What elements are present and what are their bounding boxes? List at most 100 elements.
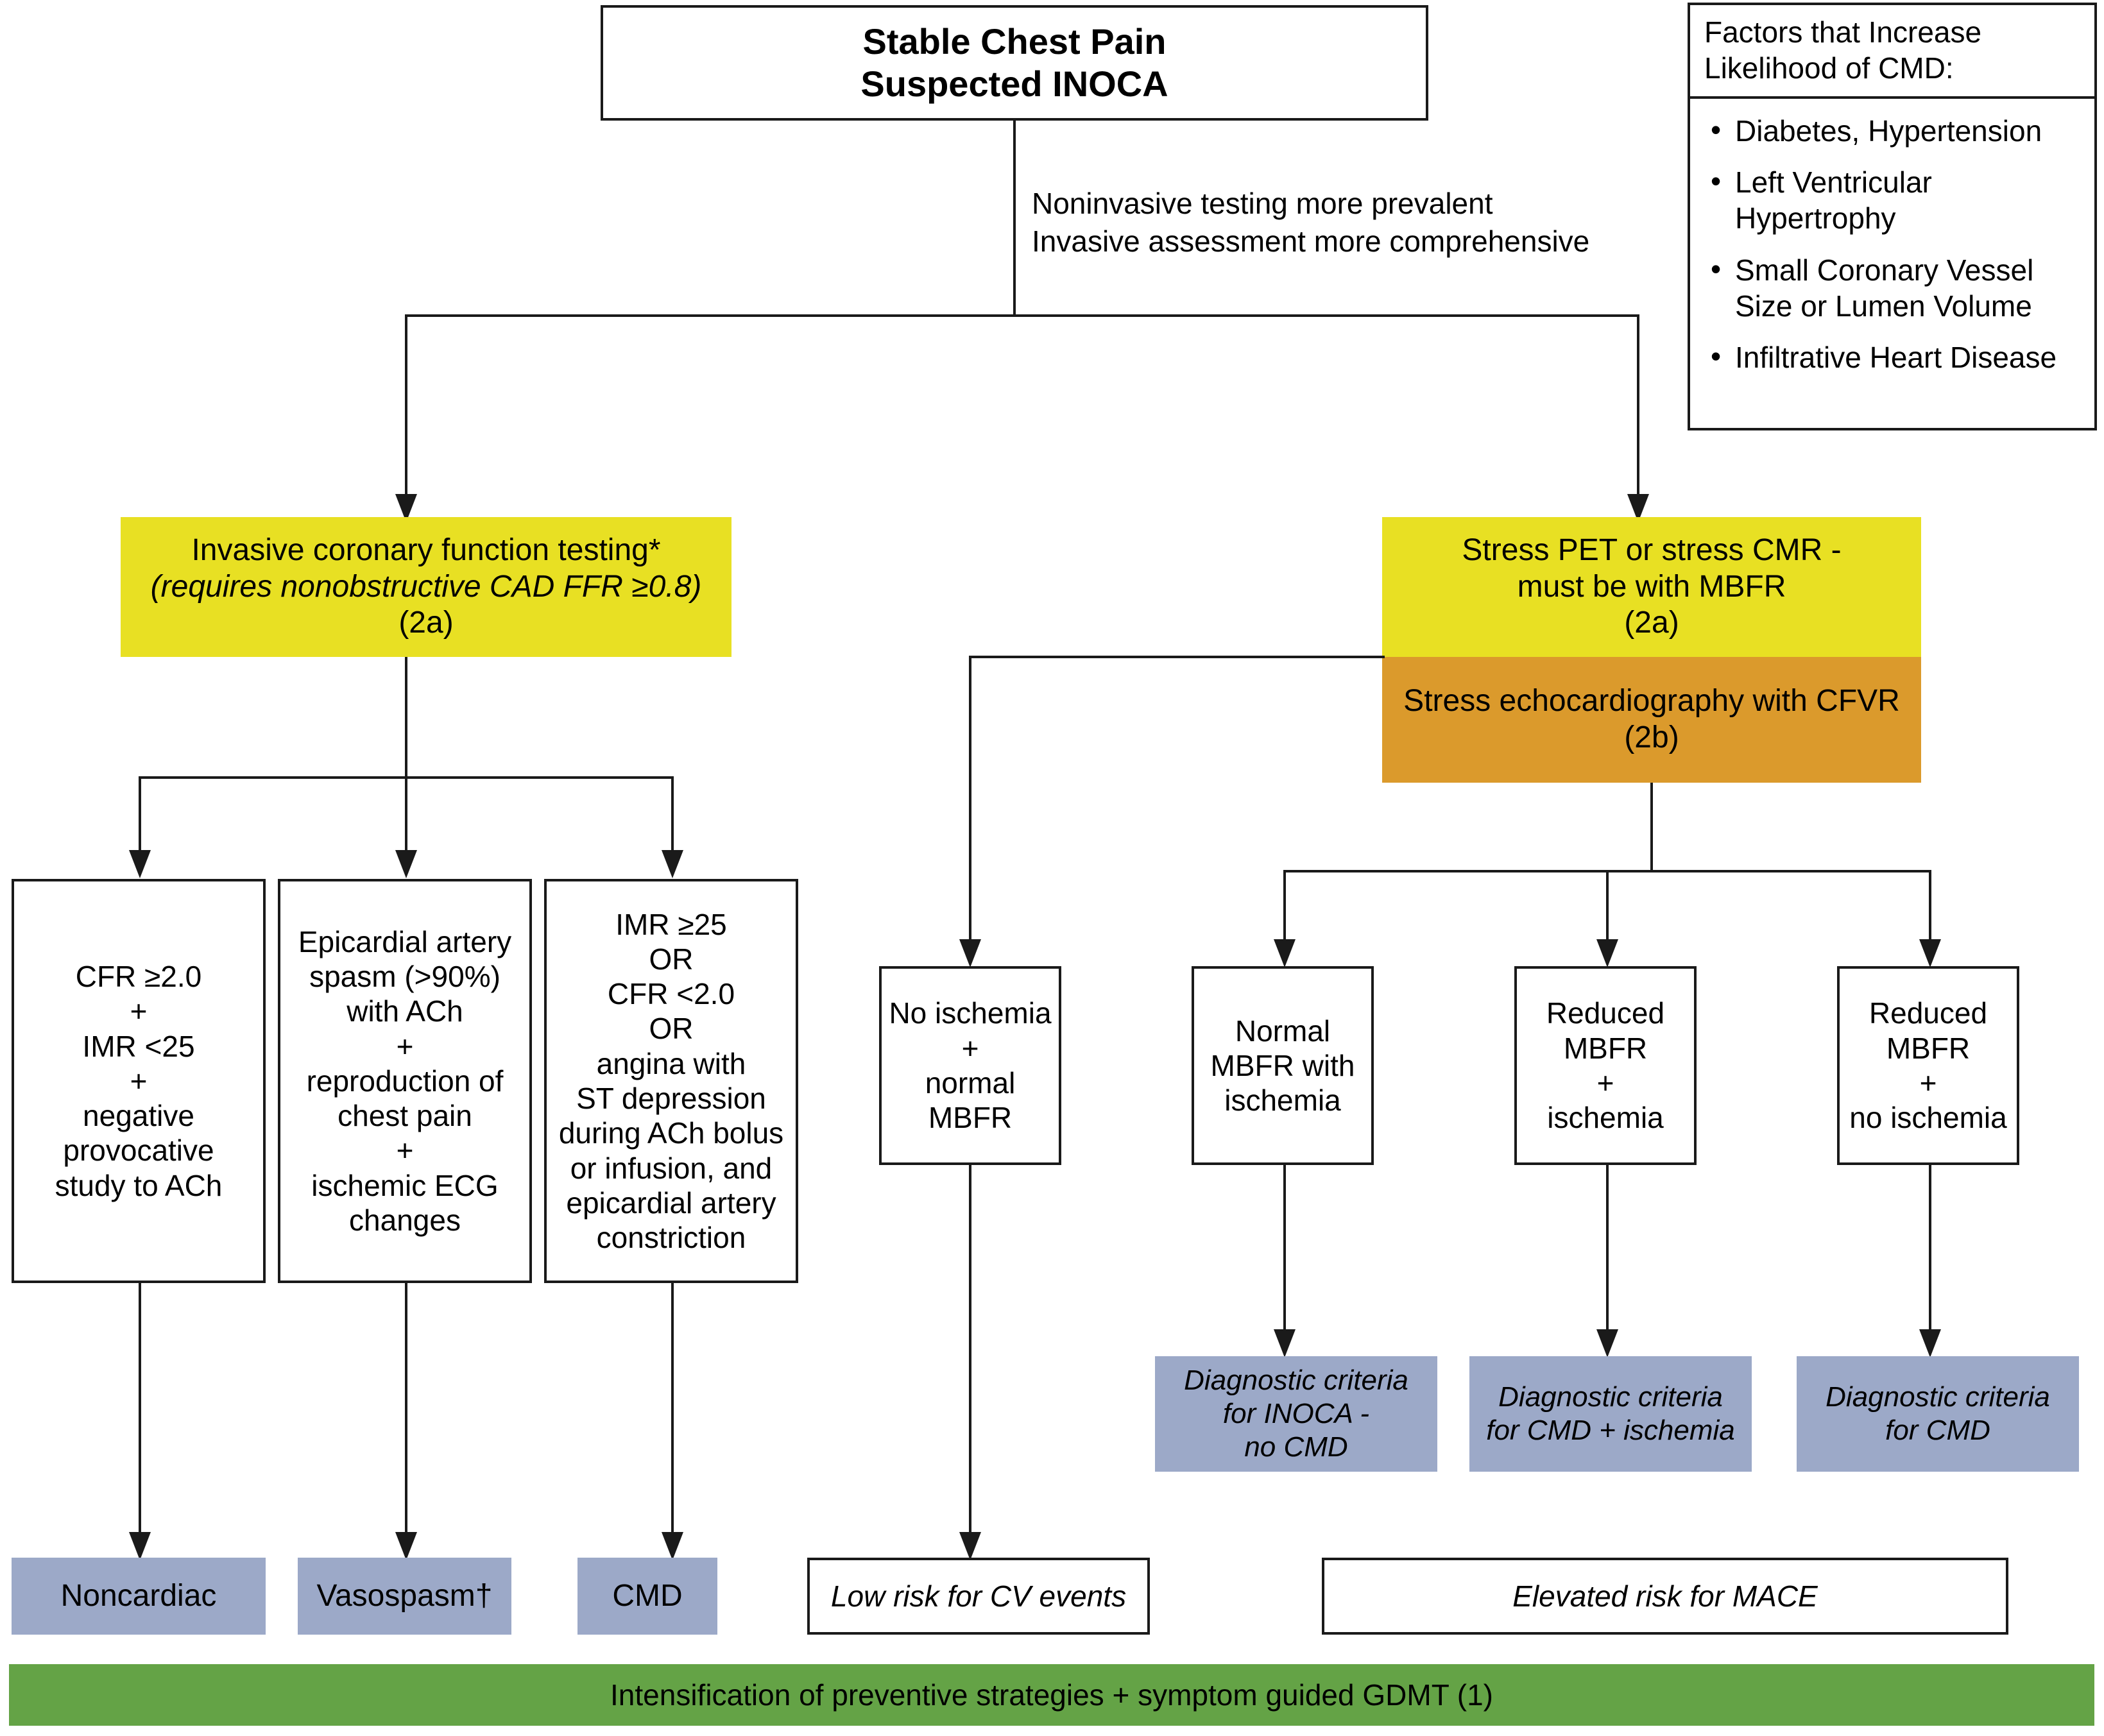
- risk-label-elevated: Elevated risk for MACE: [1512, 1579, 1818, 1613]
- risk-box-low: Low risk for CV events: [807, 1558, 1150, 1635]
- criteria-line: reproduction of: [306, 1064, 504, 1098]
- footer-label: Intensification of preventive strategies…: [610, 1678, 1493, 1712]
- connector-right-drop: [1637, 314, 1639, 499]
- criteria-line: IMR ≥25: [615, 907, 727, 941]
- arrowhead-reduced-mbfr-no-ischemia: [1919, 939, 1941, 967]
- criteria-line: for CMD: [1885, 1415, 1990, 1446]
- result-line: +: [1596, 1066, 1614, 1100]
- connector-left-drop: [405, 314, 407, 499]
- factors-item: Small Coronary Vessel Size or Lumen Volu…: [1707, 251, 2083, 324]
- criteria-line: provocative: [63, 1134, 214, 1168]
- connector-low-risk: [969, 1165, 971, 1538]
- result-line: MBFR: [1563, 1031, 1648, 1065]
- result-box-reduced-mbfr-no-ischemia: Reduced MBFR + no ischemia: [1837, 966, 2019, 1165]
- connector-vasospasm: [405, 1283, 407, 1538]
- arrowhead-vasospasm: [395, 1532, 417, 1560]
- criteria-line: ischemic ECG: [311, 1168, 499, 1202]
- result-line: +: [961, 1031, 979, 1065]
- result-line: MBFR: [1886, 1031, 1971, 1065]
- criteria-line: OR: [649, 942, 694, 976]
- arrowhead-low-risk: [959, 1532, 981, 1560]
- criteria-line: during ACh bolus: [558, 1116, 784, 1150]
- arrowhead-criteria-1: [129, 850, 151, 878]
- outcome-noncardiac: Noncardiac: [12, 1558, 266, 1635]
- connector-criteria-inoca: [1283, 1165, 1286, 1336]
- footer-bar-gdmt: Intensification of preventive strategies…: [9, 1664, 2094, 1726]
- arrowhead-criteria-inoca: [1274, 1329, 1296, 1357]
- criteria-line: with ACh: [346, 994, 463, 1028]
- result-line: MBFR: [928, 1101, 1013, 1135]
- invasive-testing-header: Invasive coronary function testing* (req…: [121, 517, 731, 657]
- factors-panel-title: Factors that Increase Likelihood of CMD:: [1690, 5, 2094, 99]
- connector-criteria-cmd-ischemia: [1606, 1165, 1609, 1336]
- connector-invasive-drop-2: [405, 776, 407, 856]
- criteria-line: constriction: [596, 1221, 746, 1255]
- criteria-line: epicardial artery: [566, 1186, 776, 1220]
- criteria-line: no CMD: [1244, 1431, 1348, 1463]
- arrowhead-criteria-cmd-ischemia: [1596, 1329, 1618, 1357]
- outcome-vasospasm: Vasospasm†: [298, 1558, 511, 1635]
- stress-echo-line-1: Stress echocardiography with CFVR: [1403, 684, 1900, 719]
- invasive-header-line-2: (requires nonobstructive CAD FFR ≥0.8): [150, 569, 702, 604]
- criteria-line: +: [396, 1029, 414, 1063]
- criteria-line: angina with: [596, 1046, 746, 1080]
- arrowhead-noncardiac: [129, 1532, 151, 1560]
- stress-pet-line-3: (2a): [1624, 606, 1679, 640]
- connector-cmd: [671, 1283, 674, 1538]
- connector-noncardiac: [139, 1283, 141, 1538]
- criteria-line: +: [130, 994, 148, 1028]
- connector-stress-drop-2: [1606, 870, 1609, 944]
- factors-item: Infiltrative Heart Disease: [1707, 338, 2083, 375]
- root-line-1: Stable Chest Pain: [862, 21, 1167, 62]
- result-line: No ischemia: [889, 996, 1052, 1030]
- criteria-line: chest pain: [338, 1099, 472, 1133]
- criteria-line: for CMD + ischemia: [1486, 1415, 1735, 1446]
- criteria-box-noncardiac: CFR ≥2.0 + IMR <25 + negative provocativ…: [12, 879, 266, 1283]
- factors-item: Left Ventricular Hypertrophy: [1707, 163, 2083, 236]
- criteria-line: study to ACh: [55, 1168, 223, 1202]
- criteria-line: +: [130, 1064, 148, 1098]
- connector-stress-drop-1: [1283, 870, 1286, 944]
- connector-criteria-cmd: [1929, 1165, 1931, 1336]
- outcome-label: Noncardiac: [60, 1578, 217, 1613]
- criteria-line: IMR <25: [82, 1029, 195, 1063]
- factors-panel: Factors that Increase Likelihood of CMD:…: [1688, 3, 2097, 430]
- invasive-header-line-1: Invasive coronary function testing*: [191, 533, 661, 568]
- criteria-line: spasm (>90%): [309, 960, 500, 994]
- stress-pet-line-1: Stress PET or stress CMR -: [1462, 533, 1842, 568]
- criteria-line: CFR ≥2.0: [75, 960, 202, 994]
- factors-list: Diabetes, Hypertension Left Ventricular …: [1690, 99, 2094, 389]
- arrowhead-criteria-3: [662, 850, 683, 878]
- stress-echo-cfvr-header: Stress echocardiography with CFVR (2b): [1382, 657, 1921, 783]
- result-line: +: [1919, 1066, 1937, 1100]
- connector-invasive-drop-1: [139, 776, 141, 856]
- result-line: ischemia: [1224, 1084, 1341, 1118]
- connector-stress-echo-stem: [1650, 783, 1653, 872]
- connector-stress-drop-3: [1929, 870, 1931, 944]
- diagnostic-criteria-cmd: Diagnostic criteria for CMD: [1797, 1356, 2079, 1472]
- result-line: Reduced: [1869, 996, 1988, 1030]
- result-line: Reduced: [1546, 996, 1665, 1030]
- result-line: normal: [925, 1066, 1016, 1100]
- criteria-line: negative: [83, 1099, 194, 1133]
- outcome-label: CMD: [612, 1578, 683, 1613]
- arrowhead-criteria-cmd: [1919, 1329, 1941, 1357]
- root-line-2: Suspected INOCA: [860, 64, 1168, 104]
- criteria-line: Diagnostic criteria: [1184, 1365, 1408, 1397]
- arrowhead-normal-mbfr: [1274, 939, 1296, 967]
- criteria-line: Epicardial artery: [298, 924, 512, 958]
- arrowhead-criteria-2: [395, 850, 417, 878]
- risk-box-elevated: Elevated risk for MACE: [1322, 1558, 2008, 1635]
- criteria-line: for INOCA -: [1222, 1398, 1370, 1430]
- criteria-line: CFR <2.0: [607, 977, 735, 1011]
- connector-no-ischemia-drop: [969, 656, 971, 944]
- result-line: ischemia: [1547, 1101, 1664, 1135]
- diagnostic-criteria-cmd-ischemia: Diagnostic criteria for CMD + ischemia: [1469, 1356, 1752, 1472]
- connector-root-stem: [1013, 121, 1016, 317]
- connector-split-bar: [405, 314, 1639, 317]
- edge-note-testing: Noninvasive testing more prevalent Invas…: [1032, 187, 1590, 258]
- diagnostic-criteria-inoca-no-cmd: Diagnostic criteria for INOCA - no CMD: [1155, 1356, 1437, 1472]
- criteria-line: or infusion, and: [570, 1151, 773, 1185]
- arrowhead-cmd: [662, 1532, 683, 1560]
- criteria-box-cmd: IMR ≥25 OR CFR <2.0 OR angina with ST de…: [544, 879, 798, 1283]
